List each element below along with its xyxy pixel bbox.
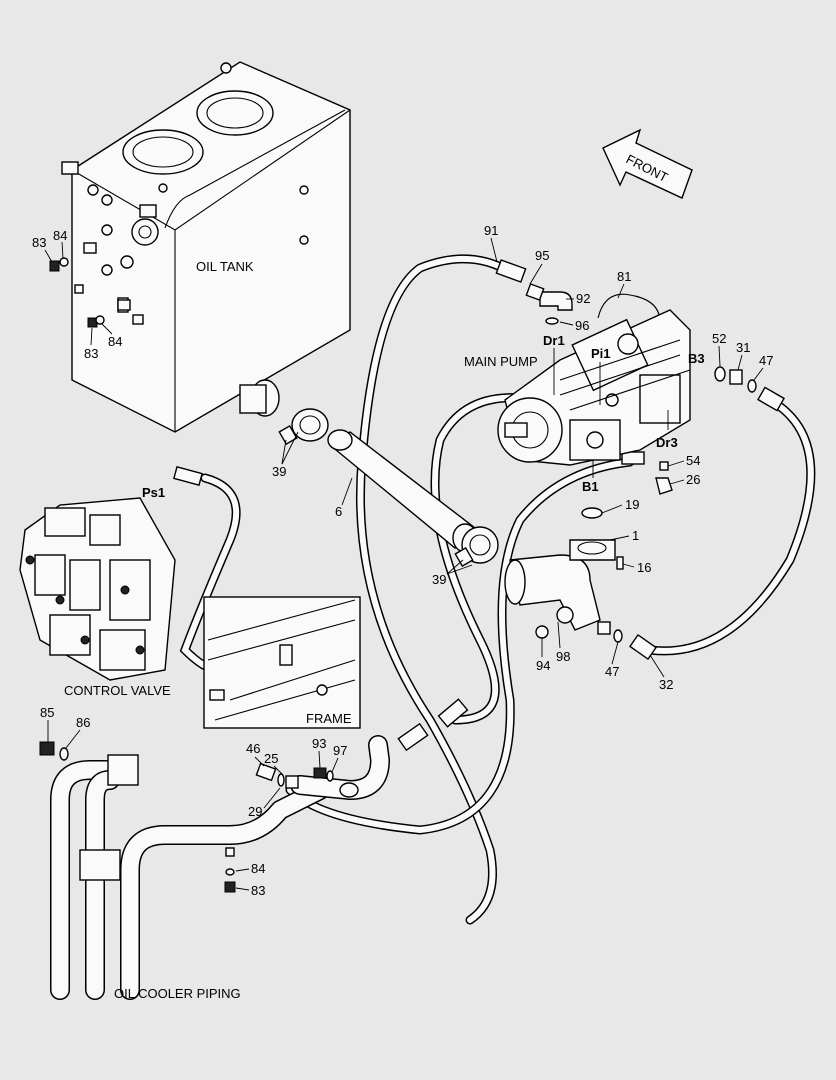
elbow-92 (525, 283, 573, 325)
callout-96: 96 (575, 318, 589, 333)
callout-46: 46 (246, 741, 260, 756)
callout-25: 25 (264, 751, 278, 766)
callout-84-upper: 84 (53, 228, 67, 243)
callout-86: 86 (76, 715, 90, 730)
callout-98: 98 (556, 649, 570, 664)
callout-93: 93 (312, 736, 326, 751)
oil-tank (61, 61, 351, 433)
oil-cooler-piping-label: OIL COOLER PIPING (114, 986, 241, 1001)
callout-19: 19 (625, 497, 639, 512)
control-valve (19, 497, 176, 681)
port-pi1: Pi1 (591, 346, 611, 361)
fittings-52-31-47 (714, 366, 757, 393)
callout-84-bottom: 84 (251, 861, 265, 876)
callout-32: 32 (659, 677, 673, 692)
callout-31: 31 (736, 340, 750, 355)
front-arrow (602, 128, 693, 199)
callout-83-upper: 83 (32, 235, 46, 250)
callout-94: 94 (536, 658, 550, 673)
callouts: 91 95 92 96 81 52 31 47 54 26 19 1 16 39… (40, 223, 773, 898)
callout-83-bottom: 83 (251, 883, 265, 898)
main-pump-label: MAIN PUMP (464, 354, 538, 369)
callout-47-upper: 47 (759, 353, 773, 368)
frame-inset (203, 596, 361, 729)
callout-1: 1 (632, 528, 639, 543)
callout-83-lower: 83 (84, 346, 98, 361)
callout-6: 6 (335, 504, 342, 519)
suction-elbow (504, 507, 624, 643)
oil-tank-label: OIL TANK (196, 259, 254, 274)
callout-16: 16 (637, 560, 651, 575)
main-pump (497, 309, 691, 466)
plug-83-lower (87, 299, 131, 328)
callout-97: 97 (333, 743, 347, 758)
hose-fittings (173, 259, 785, 752)
oil-cooler-piping (50, 735, 390, 1000)
frame-label: FRAME (306, 711, 352, 726)
callout-84-lower: 84 (108, 334, 122, 349)
callout-54: 54 (686, 453, 700, 468)
plug-83-bottom (224, 847, 236, 893)
callout-39-upper: 39 (272, 464, 286, 479)
callout-29: 29 (248, 804, 262, 819)
callout-85: 85 (40, 705, 54, 720)
callout-91: 91 (484, 223, 498, 238)
port-dr1: Dr1 (543, 333, 565, 348)
suction-pipe (278, 408, 499, 568)
control-valve-label: CONTROL VALVE (64, 683, 171, 698)
callout-39-lower: 39 (432, 572, 446, 587)
plug-83-upper (49, 242, 97, 272)
plug-85-86 (39, 741, 69, 761)
port-b1: B1 (582, 479, 599, 494)
callout-52: 52 (712, 331, 726, 346)
port-dr3: Dr3 (656, 435, 678, 450)
port-b3: B3 (688, 351, 705, 366)
callout-47-lower: 47 (605, 664, 619, 679)
fitting-54-26 (655, 461, 673, 495)
callout-95: 95 (535, 248, 549, 263)
callout-92: 92 (576, 291, 590, 306)
callout-81: 81 (617, 269, 631, 284)
callout-26: 26 (686, 472, 700, 487)
port-ps1: Ps1 (142, 485, 165, 500)
